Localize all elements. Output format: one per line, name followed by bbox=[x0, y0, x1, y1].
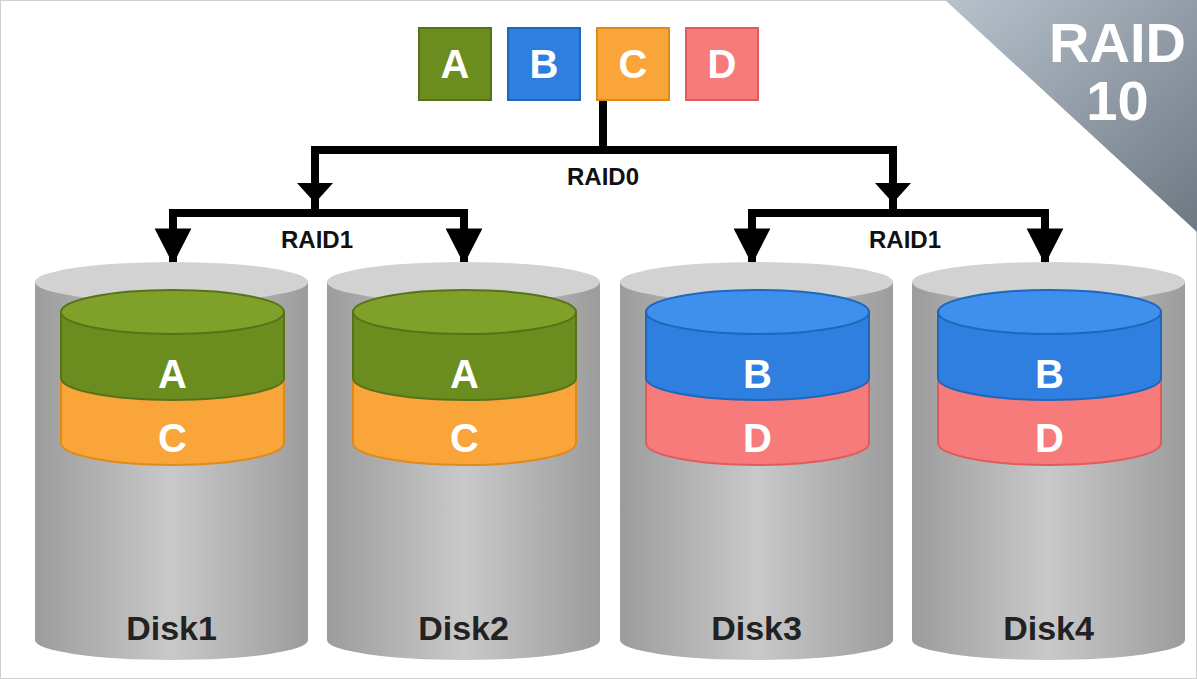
block-letter: D bbox=[645, 416, 870, 460]
block-letter: C bbox=[596, 42, 670, 86]
data-block: D bbox=[685, 27, 759, 101]
corner-badge bbox=[945, 0, 1197, 232]
disk-cylinder: Disk2 AC bbox=[327, 262, 600, 660]
disk-cylinder: Disk1 AC bbox=[35, 262, 308, 660]
disk-cylinder: Disk4 BD bbox=[912, 262, 1185, 660]
block-letter: D bbox=[685, 42, 759, 86]
block-letter: B bbox=[507, 42, 581, 86]
block-letter: A bbox=[352, 352, 577, 396]
disk-cylinder: Disk3 BD bbox=[620, 262, 893, 660]
connector bbox=[603, 101, 1045, 262]
corner-title: RAID 10 bbox=[1045, 14, 1190, 130]
block-letter: B bbox=[645, 352, 870, 396]
block-letter: C bbox=[60, 416, 285, 460]
data-block: C bbox=[596, 27, 670, 101]
block-letter: C bbox=[352, 416, 577, 460]
block-letter: A bbox=[60, 352, 285, 396]
disk-label: Disk4 bbox=[912, 608, 1185, 648]
disk-label: Disk3 bbox=[620, 608, 893, 648]
connector bbox=[173, 101, 603, 262]
raid-level-label: RAID1 bbox=[281, 226, 353, 254]
disk-platter: A bbox=[352, 290, 577, 400]
disk-label: Disk1 bbox=[35, 608, 308, 648]
connector bbox=[315, 101, 603, 262]
data-block: A bbox=[418, 27, 492, 101]
disk-platter: A bbox=[60, 290, 285, 400]
raid-level-label: RAID1 bbox=[869, 226, 941, 254]
data-block: B bbox=[507, 27, 581, 101]
connector bbox=[603, 101, 893, 262]
block-letter: D bbox=[937, 416, 1162, 460]
raid-level-label: RAID0 bbox=[567, 163, 639, 191]
disk-platter: B bbox=[645, 290, 870, 400]
disk-platter: B bbox=[937, 290, 1162, 400]
block-letter: A bbox=[418, 42, 492, 86]
disk-label: Disk2 bbox=[327, 608, 600, 648]
block-letter: B bbox=[937, 352, 1162, 396]
